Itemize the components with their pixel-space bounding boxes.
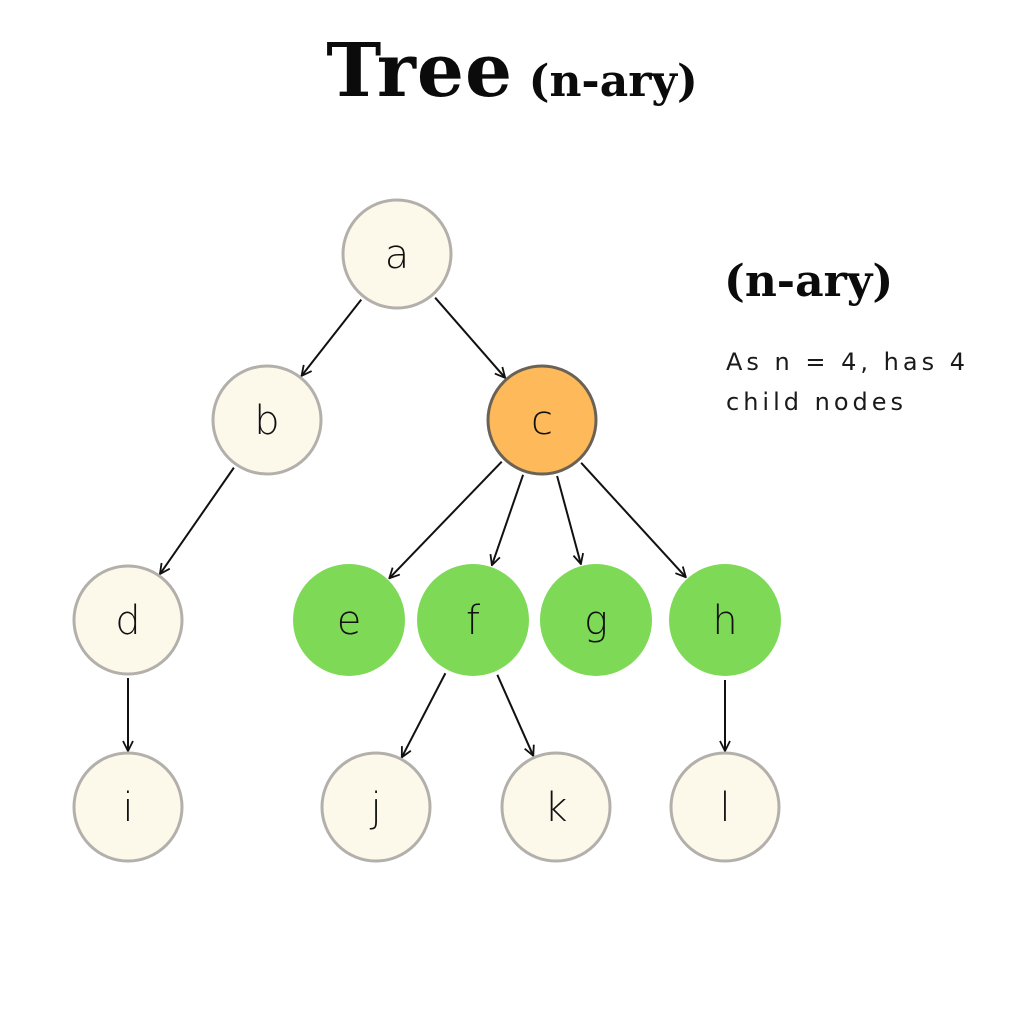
edge-f-k — [496, 674, 533, 756]
node-circle — [72, 751, 184, 863]
node-label: f — [466, 598, 480, 644]
node-circle — [500, 751, 612, 863]
edge-c-e — [389, 461, 503, 579]
node-k: k — [500, 751, 612, 863]
title-main: Tree — [326, 28, 514, 114]
node-label: g — [584, 598, 608, 644]
node-j: j — [320, 751, 432, 863]
edge-b-d — [160, 467, 235, 574]
node-label: l — [719, 785, 730, 831]
node-circle — [211, 364, 323, 476]
edge-c-h — [580, 462, 686, 577]
edges-layer — [128, 297, 725, 758]
node-a: a — [341, 198, 453, 310]
node-circle — [293, 564, 405, 676]
edge-f-j — [402, 672, 447, 757]
node-label: i — [122, 785, 133, 831]
node-circle — [486, 364, 598, 476]
node-i: i — [72, 751, 184, 863]
node-g: g — [540, 564, 652, 676]
nodes-layer: a b c d e f g h i j k l — [72, 198, 781, 863]
node-f: f — [417, 564, 529, 676]
node-circle — [320, 751, 432, 863]
node-l: l — [669, 751, 781, 863]
node-label: e — [337, 598, 362, 644]
annotation-heading: (n-ary) — [724, 256, 894, 307]
node-label: a — [385, 232, 410, 278]
node-h: h — [669, 564, 781, 676]
node-c: c — [486, 364, 598, 476]
node-circle — [540, 564, 652, 676]
node-circle — [417, 564, 529, 676]
title-sub: (n-ary) — [528, 56, 698, 107]
node-label: b — [254, 398, 279, 444]
node-b: b — [211, 364, 323, 476]
edge-c-g — [556, 475, 581, 564]
node-circle — [72, 564, 184, 676]
edge-c-f — [492, 474, 525, 565]
node-circle — [669, 564, 781, 676]
node-d: d — [72, 564, 184, 676]
node-label: h — [712, 598, 737, 644]
node-e: e — [293, 564, 405, 676]
node-label: c — [531, 398, 553, 444]
node-label: k — [544, 785, 567, 831]
node-label: d — [115, 598, 140, 644]
edge-a-c — [434, 297, 505, 378]
page-title: Tree (n-ary) — [0, 28, 1024, 114]
annotation-description: As n = 4, has 4 child nodes — [726, 348, 969, 416]
node-circle — [341, 198, 453, 310]
edge-a-b — [302, 299, 363, 376]
node-label: j — [369, 785, 381, 831]
node-circle — [669, 751, 781, 863]
